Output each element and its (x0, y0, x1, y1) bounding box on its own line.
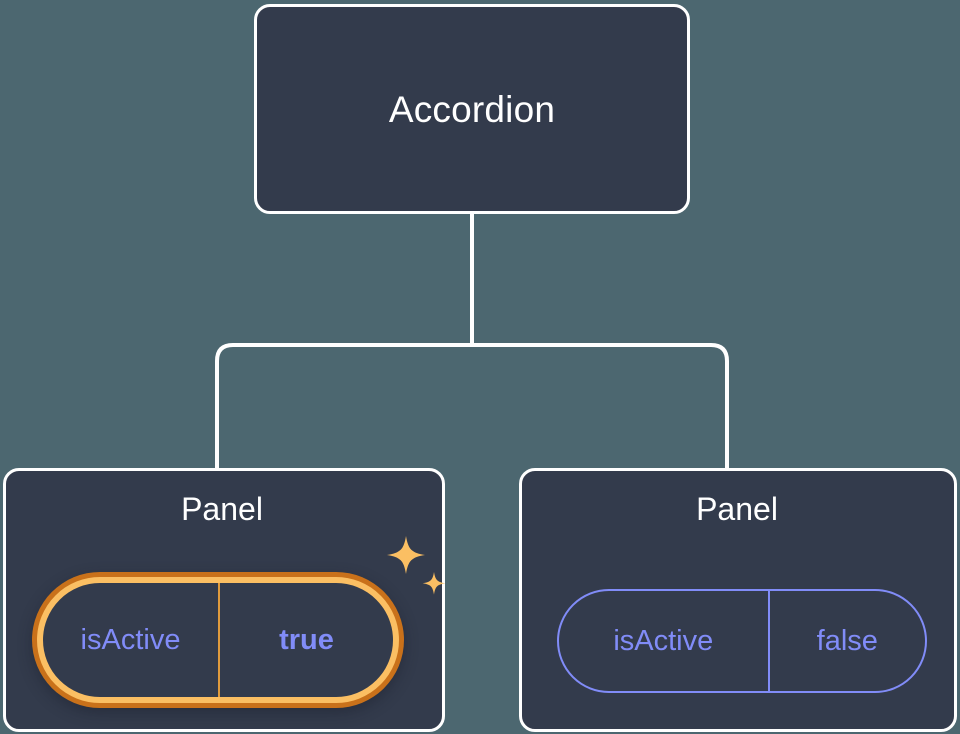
prop-key-isactive: isActive (80, 623, 181, 656)
node-panel-inactive-label: Panel (696, 491, 778, 527)
node-accordion-label: Accordion (388, 88, 556, 130)
prop-pill-isactive-false[interactable]: isActive false (557, 589, 927, 693)
edge-branch-bus (215, 343, 729, 470)
prop-pill-inner: isActive true (37, 577, 399, 703)
prop-key-isactive: isActive (613, 624, 714, 657)
prop-value-true: true (218, 583, 393, 697)
prop-value-false: false (767, 591, 925, 691)
node-panel-active-label: Panel (181, 491, 263, 527)
node-accordion[interactable]: Accordion (254, 4, 690, 214)
prop-pill-isactive-true[interactable]: isActive true (32, 572, 404, 708)
